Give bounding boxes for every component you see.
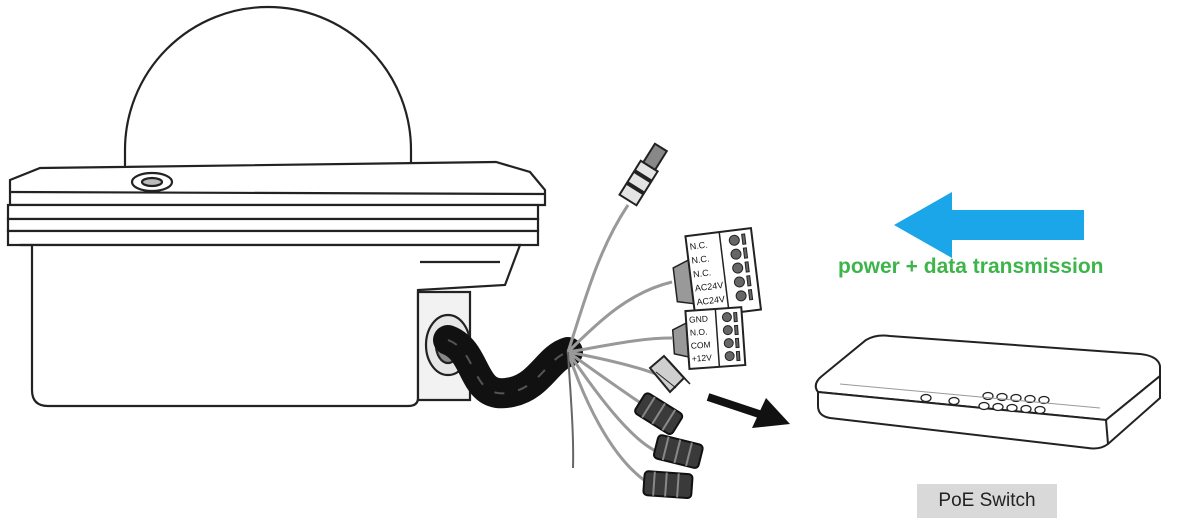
tb2-label-4: +12V	[691, 352, 712, 363]
poe-switch	[814, 334, 1161, 450]
camera-dome	[123, 5, 413, 184]
connection-arrow-icon	[706, 393, 790, 428]
tb2-label-1: GND	[689, 314, 709, 325]
terminal-block-2: GND N.O. COM +12V	[671, 306, 747, 370]
tb2-label-3: COM	[690, 339, 710, 350]
fanout-wires	[566, 204, 673, 482]
poe-switch-label: PoE Switch	[917, 484, 1057, 518]
bnc-connector	[618, 142, 669, 207]
tb1-label-5: AC24V	[696, 294, 726, 307]
switch-top	[814, 334, 1161, 422]
power-data-caption: power + data transmission	[838, 255, 1104, 278]
cable-bundle	[433, 325, 583, 409]
tb1-label-3: N.C.	[693, 267, 712, 279]
dc-connector-1	[634, 392, 684, 435]
terminal-block-1: N.C. N.C. N.C. AC24V AC24V	[672, 227, 763, 319]
dc-connector-3	[642, 470, 694, 500]
dome-camera	[6, 5, 547, 408]
tb1-label-2: N.C.	[691, 253, 710, 265]
camera-trim-ring	[6, 203, 540, 221]
camera-lid	[8, 160, 547, 207]
tb1-label-1: N.C.	[689, 240, 708, 252]
power-data-arrow-icon	[894, 192, 1084, 258]
tb1-label-4: AC24V	[694, 280, 724, 293]
switch-front	[817, 373, 1161, 450]
tb2-label-2: N.O.	[690, 327, 708, 338]
dc-connector-2	[652, 434, 704, 469]
rj45-connector	[648, 354, 691, 394]
